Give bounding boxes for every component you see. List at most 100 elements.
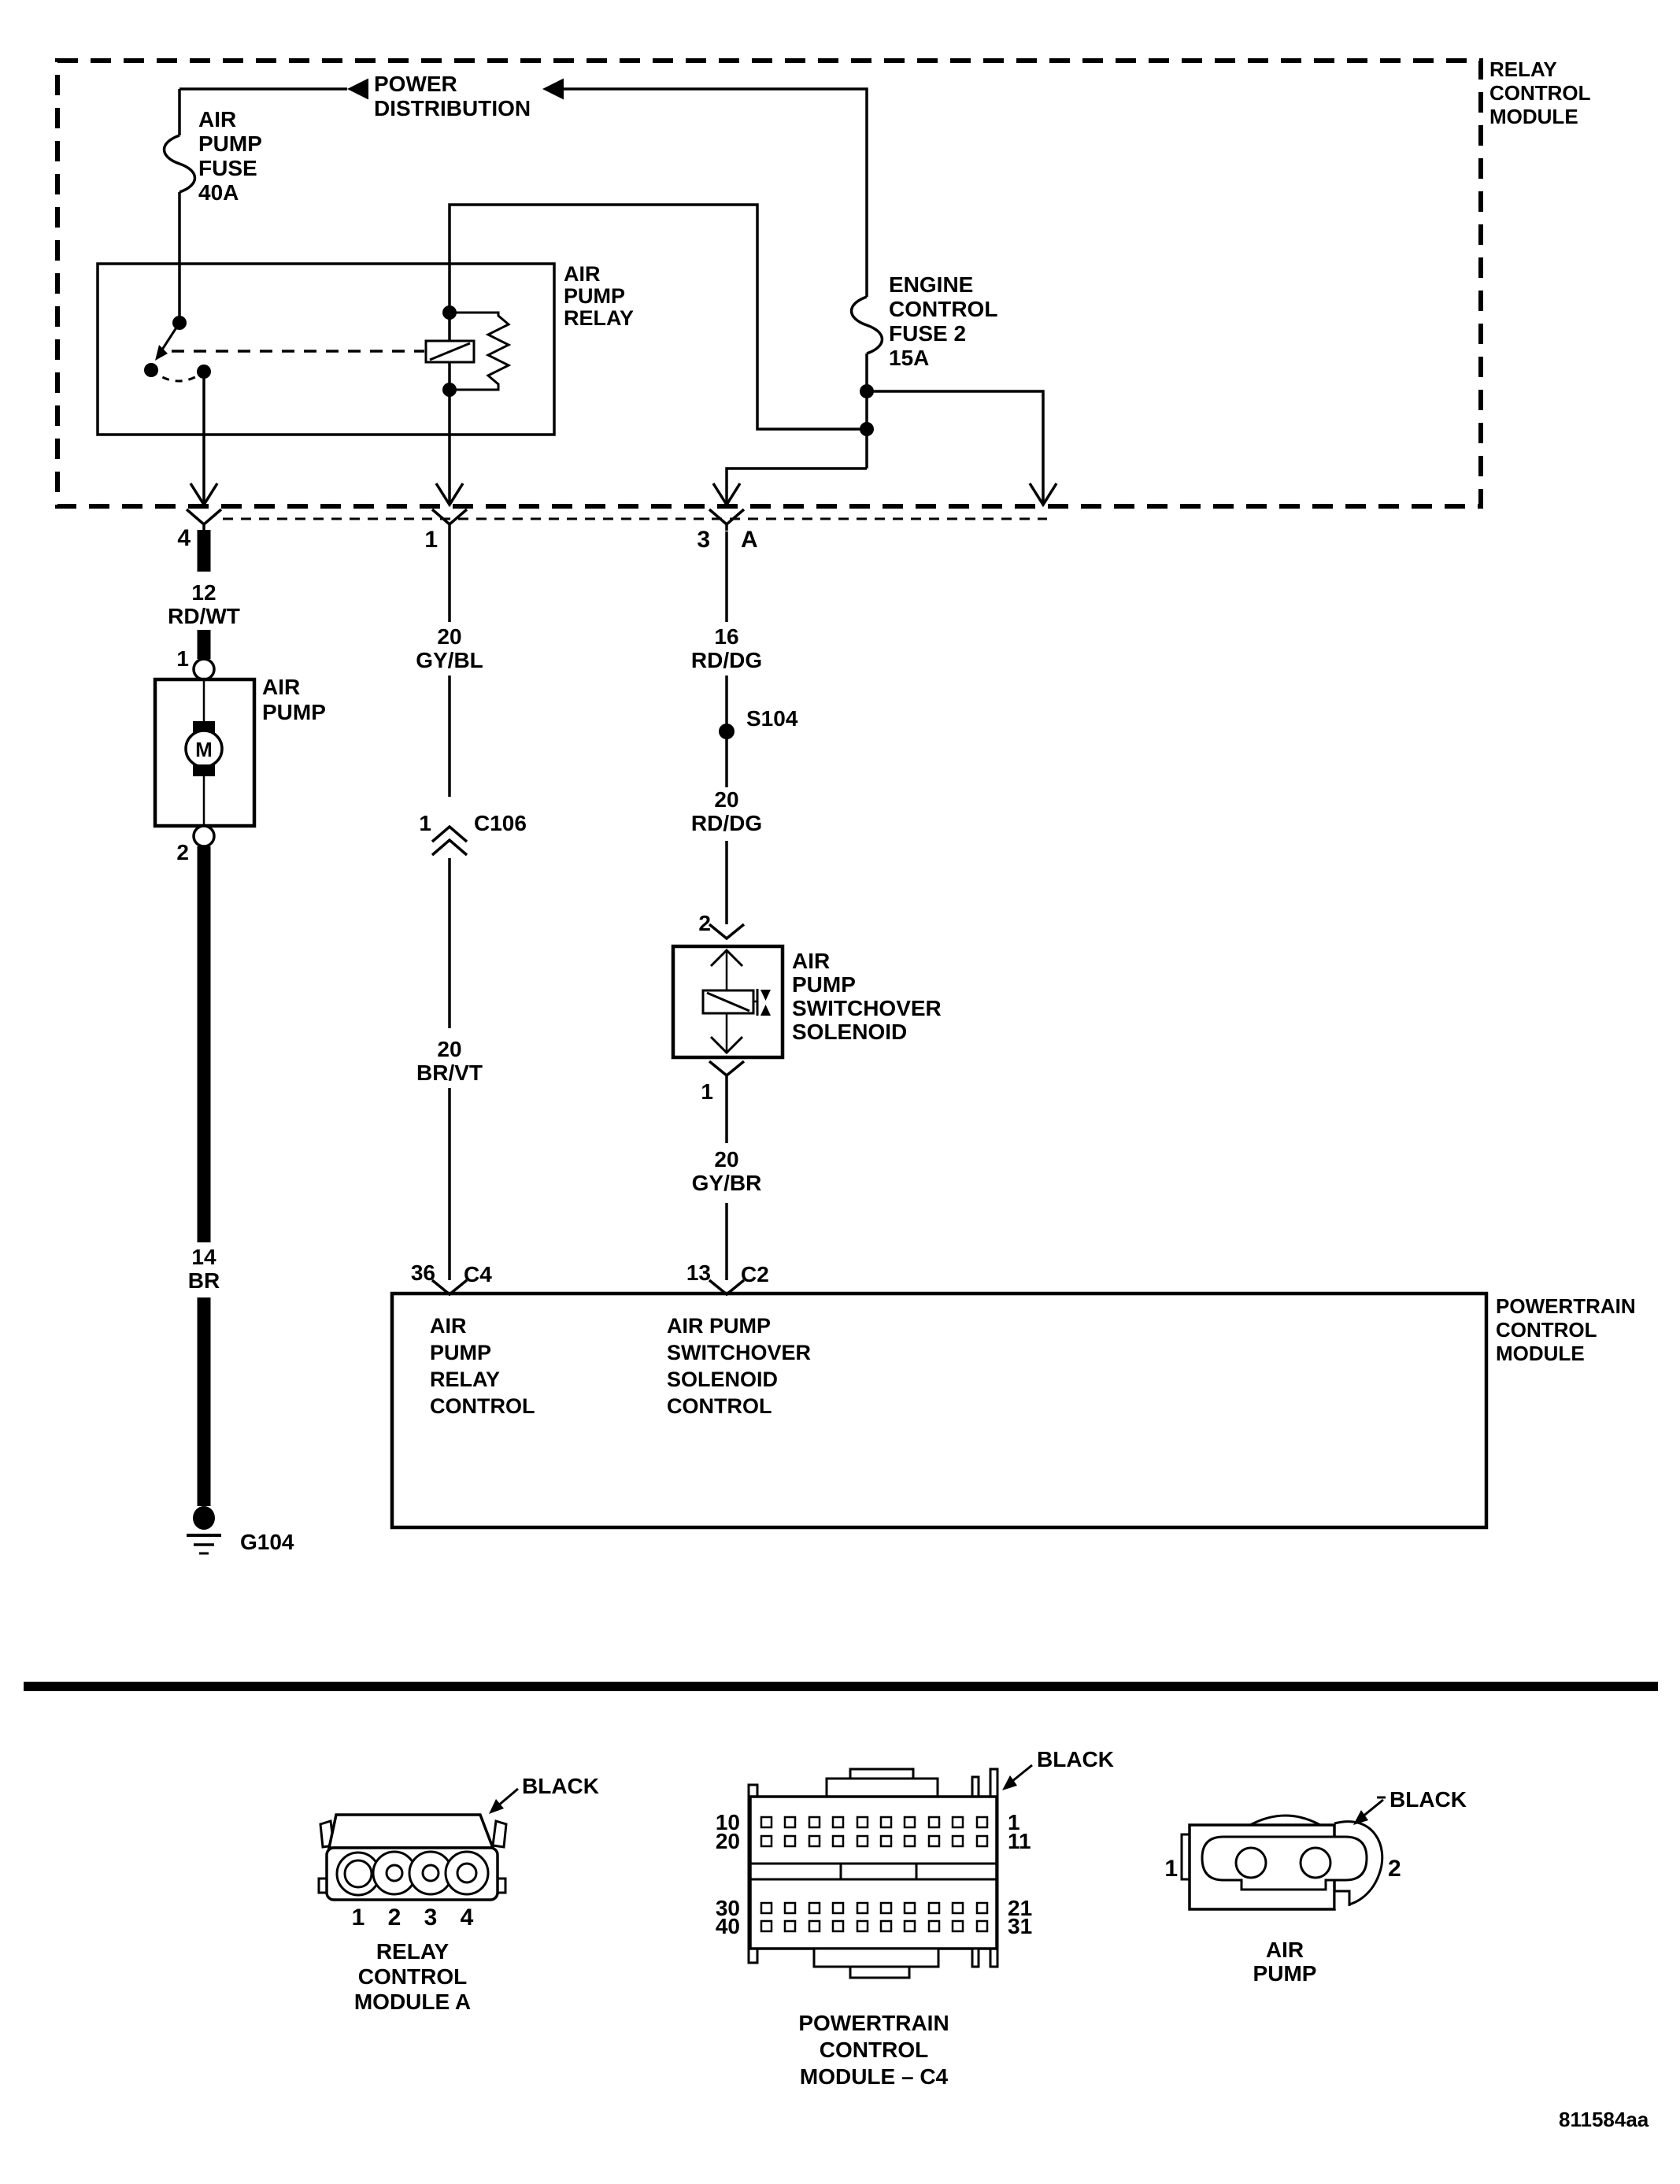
wire-color-rdwt: RD/WT xyxy=(168,604,240,628)
powertrain-control-module-box xyxy=(390,1291,1489,1530)
pcm-relay-control-label: AIR xyxy=(430,1314,467,1338)
solenoid-box xyxy=(671,944,785,1060)
air-pump-circuit xyxy=(153,530,257,1555)
power-feed-wires xyxy=(162,87,1045,502)
solenoid-label: AIR xyxy=(792,949,831,973)
module-exit-arrow-icons xyxy=(189,483,1058,508)
pcm-solenoid-control-label: CONTROL xyxy=(667,1394,772,1418)
connector-c-caption: AIR xyxy=(1265,1938,1304,1962)
relay-switch-arm-arrow-icon xyxy=(155,345,168,361)
pin-cavity-grid xyxy=(760,1816,989,1933)
air-pump-relay-label: AIR xyxy=(564,262,601,286)
c106-connector-icon xyxy=(431,824,468,843)
connector-a-color-label: BLACK xyxy=(522,1774,599,1798)
c106-pin-label: 1 xyxy=(419,811,431,835)
connector-c-pin-2-label: 2 xyxy=(1388,1856,1401,1882)
c106-label: C106 xyxy=(474,811,527,835)
connector-b-right-label: 11 xyxy=(1008,1829,1031,1853)
relay-module-a-connector xyxy=(317,1787,519,1901)
terminal-cavity-1 xyxy=(343,1859,373,1889)
pcm-solenoid-control-label: SOLENOID xyxy=(667,1368,779,1391)
terminal-cavity-2 xyxy=(385,1864,404,1882)
pin-4-label: 4 xyxy=(177,525,191,551)
connector-c-pin-1-label: 1 xyxy=(1164,1856,1178,1882)
air-pump-terminal-1 xyxy=(192,657,216,681)
connector-a-pin-label: 1 xyxy=(351,1905,365,1930)
wire-color-gybl: GY/BL xyxy=(416,648,483,672)
air-pump-pin-2-label: 2 xyxy=(176,840,189,864)
air-pump-fuse-label: PUMP xyxy=(198,131,262,156)
relay-control-module-boundary xyxy=(55,58,1483,520)
pin-13-label: 13 xyxy=(686,1260,711,1285)
black-leader-arrow-icon xyxy=(489,1799,504,1814)
air-pump-relay-label: PUMP xyxy=(564,284,626,308)
pin-a-label: A xyxy=(741,527,758,553)
pcm-solenoid-control-label: SWITCHOVER xyxy=(667,1341,812,1364)
terminal-cavity-2 xyxy=(1299,1846,1332,1879)
air-pump-fuse-label: AIR xyxy=(198,107,237,131)
connector-b-right-label: 1 xyxy=(1008,1810,1020,1834)
wire-gauge-gybl: 20 xyxy=(437,624,462,649)
wire-color-rddg20: RD/DG xyxy=(690,811,763,835)
relay-control-module-label: CONTROL xyxy=(1489,81,1591,105)
air-pump-fuse-symbol xyxy=(162,134,197,194)
wire-gauge-rdwt: 12 xyxy=(191,580,216,605)
figure-id: 811584aa xyxy=(1559,2108,1649,2131)
power-distribution-label: DISTRIBUTION xyxy=(374,96,531,120)
pcm-module-label: CONTROL xyxy=(1496,1318,1597,1342)
terminal-cavity-1 xyxy=(1234,1846,1267,1879)
connector-b-right-label: 21 xyxy=(1008,1896,1033,1920)
wire-gauge-br: 14 xyxy=(191,1245,216,1269)
air-pump-relay-label: RELAY xyxy=(564,306,635,330)
connector-b-left-label: 20 xyxy=(715,1829,740,1853)
solenoid-pin-2-label: 2 xyxy=(698,911,711,935)
pcm-module-label: POWERTRAIN xyxy=(1496,1294,1636,1318)
air-pump-terminal-2 xyxy=(192,824,216,848)
solenoid-label: SWITCHOVER xyxy=(792,996,942,1020)
module-pin-terminal-icons xyxy=(185,508,746,531)
c2-label: C2 xyxy=(741,1262,769,1286)
pcm-relay-control-label: PUMP xyxy=(430,1341,492,1364)
connector-b-caption: MODULE – C4 xyxy=(799,2064,949,2089)
c4-label: C4 xyxy=(464,1262,492,1286)
engine-control-fuse-label: CONTROL xyxy=(889,297,998,321)
wire-gauge-brvt: 20 xyxy=(437,1037,462,1061)
engine-control-fuse-label: FUSE 2 xyxy=(889,321,967,346)
connector-b-left-label: 40 xyxy=(715,1914,740,1938)
terminal-cavity-3 xyxy=(421,1864,440,1882)
black-leader-arrow-icon xyxy=(1002,1775,1017,1790)
wire-color-brvt: BR/VT xyxy=(416,1061,483,1085)
wire-gauge-rddg20: 20 xyxy=(714,787,739,812)
pcm-relay-control-label: RELAY xyxy=(430,1368,501,1391)
pin-36-label: 36 xyxy=(410,1260,435,1285)
splice-dots-fuse2 xyxy=(860,384,874,436)
power-distribution-label: POWER xyxy=(374,72,457,96)
connector-b-caption: CONTROL xyxy=(819,2038,929,2062)
connector-c-color-label: BLACK xyxy=(1390,1787,1467,1812)
pcm-relay-control-label: CONTROL xyxy=(430,1394,535,1418)
wire-gauge-rddg16: 16 xyxy=(714,624,739,649)
engine-control-fuse-label: ENGINE xyxy=(889,272,974,297)
relay-control-module-label: RELAY xyxy=(1489,57,1557,81)
connector-a-pin-label: 2 xyxy=(387,1905,401,1930)
connector-b-color-label: BLACK xyxy=(1037,1747,1114,1771)
s104-splice-dot xyxy=(719,724,735,739)
pcm-solenoid-control-label: AIR PUMP xyxy=(667,1314,772,1338)
air-pump-relay-box xyxy=(96,262,556,502)
ground-dot xyxy=(193,1506,215,1530)
connector-b-left-label: 10 xyxy=(715,1810,740,1834)
air-pump-fuse-label: 40A xyxy=(198,180,239,205)
pin-3-label: 3 xyxy=(697,527,710,553)
s104-label: S104 xyxy=(746,706,798,731)
black-leader-arrow-icon xyxy=(1353,1810,1368,1825)
connector-b-caption: POWERTRAIN xyxy=(798,2011,949,2035)
air-pump-connector xyxy=(1180,1796,1386,1911)
terminal-cavity-4 xyxy=(456,1862,478,1884)
pin-1-label: 1 xyxy=(424,527,438,553)
pcm-module-label: MODULE xyxy=(1496,1342,1585,1365)
engine-control-fuse-symbol xyxy=(849,295,884,355)
solenoid-circuit xyxy=(671,531,785,1297)
connector-a-caption: RELAY xyxy=(376,1939,450,1964)
